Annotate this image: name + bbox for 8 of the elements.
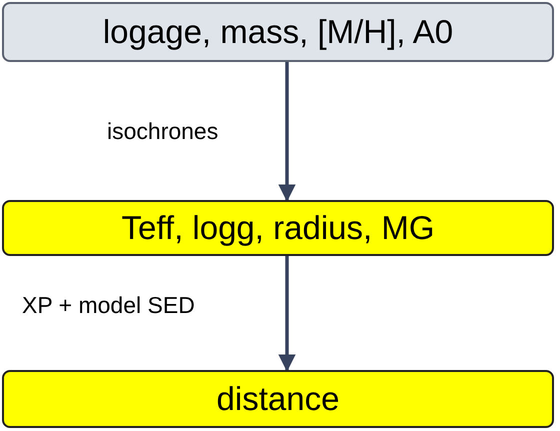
node-text: Teff, logg, radius, MG [121, 209, 435, 247]
arrow [278, 256, 296, 372]
node-text: distance [216, 380, 340, 418]
arrow [278, 62, 296, 202]
process-box [2, 200, 554, 256]
node-text: logage, mass, [M/H], A0 [102, 13, 454, 51]
process-box [2, 2, 554, 62]
process-box [2, 370, 554, 428]
